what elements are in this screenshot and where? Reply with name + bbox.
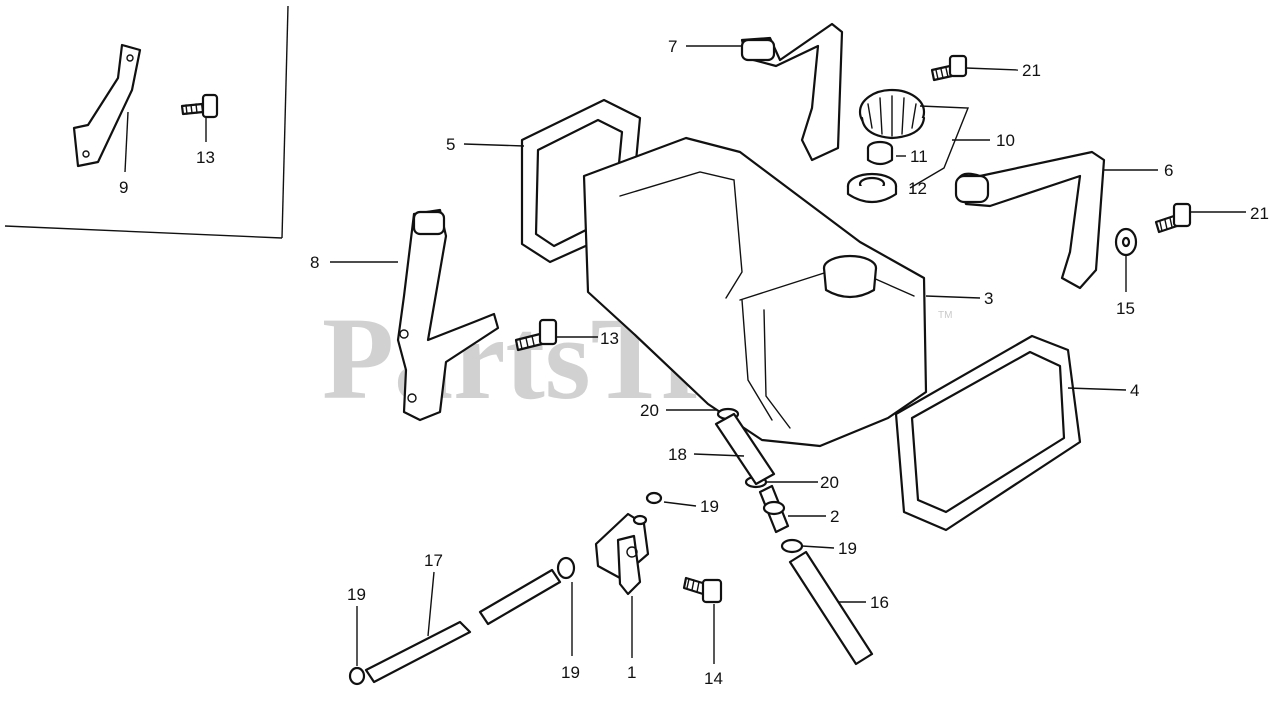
part-13-bolt-inset[interactable]	[180, 93, 219, 119]
part-19-clamp-c[interactable]	[556, 556, 576, 580]
callout-18: 18	[668, 445, 687, 464]
part-19-clamp-a[interactable]	[780, 538, 804, 554]
callout-19-hose: 19	[561, 663, 580, 682]
part-7-strap[interactable]	[740, 22, 844, 162]
inset-box	[4, 5, 289, 239]
callout-20-upper: 20	[640, 401, 659, 420]
callout-13-center: 13	[600, 329, 619, 348]
callout-17: 17	[424, 551, 443, 570]
part-14-bolt[interactable]	[682, 576, 723, 604]
part-10-fuel-cap[interactable]	[858, 88, 926, 140]
watermark-trademark: TM	[938, 310, 952, 321]
callout-5: 5	[446, 135, 455, 154]
callouts: 9 13 7 21 10 11 12 6 21 15 5 3 4 8 13 20…	[119, 37, 1269, 688]
part-15-washer[interactable]	[1114, 227, 1138, 257]
callout-16: 16	[870, 593, 889, 612]
part-12-seal[interactable]	[846, 172, 898, 204]
part-13-bolt-center[interactable]	[514, 318, 558, 352]
part-17-hose[interactable]	[364, 568, 562, 684]
callout-9: 9	[119, 178, 128, 197]
callout-3: 3	[984, 289, 993, 308]
part-19-clamp-d[interactable]	[348, 666, 366, 686]
callout-6: 6	[1164, 161, 1173, 180]
callout-20-lower: 20	[820, 473, 839, 492]
part-9-bracket[interactable]	[72, 43, 142, 168]
callout-2: 2	[830, 507, 839, 526]
part-3-fuel-tank[interactable]	[582, 136, 928, 448]
callout-10: 10	[996, 131, 1015, 150]
callout-1: 1	[627, 663, 636, 682]
part-2-filter[interactable]	[758, 484, 790, 534]
callout-4: 4	[1130, 381, 1139, 400]
part-4-pad[interactable]	[894, 334, 1082, 532]
callout-14: 14	[704, 669, 723, 688]
callout-15: 15	[1116, 299, 1135, 318]
part-1-fuel-valve[interactable]	[594, 512, 650, 596]
callout-19-left: 19	[347, 585, 366, 604]
part-11-plug[interactable]	[866, 140, 894, 166]
part-16-hose[interactable]	[788, 550, 874, 666]
callout-11: 11	[910, 147, 928, 166]
part-6-strap[interactable]	[954, 150, 1106, 290]
leader-lines	[124, 45, 1246, 666]
callout-12: 12	[908, 179, 927, 198]
part-21-bolt-top[interactable]	[930, 54, 968, 82]
callout-7: 7	[668, 37, 677, 56]
part-18-hose[interactable]	[714, 412, 776, 486]
part-21-bolt-right[interactable]	[1154, 202, 1192, 234]
callout-21-top: 21	[1022, 61, 1041, 80]
callout-8: 8	[310, 253, 319, 272]
callout-19-valve: 19	[700, 497, 719, 516]
part-8-bracket[interactable]	[396, 208, 500, 422]
callout-19-right: 19	[838, 539, 857, 558]
part-19-clamp-b[interactable]	[645, 491, 663, 505]
callout-21-right: 21	[1250, 204, 1269, 223]
callout-13-inset: 13	[196, 148, 215, 167]
